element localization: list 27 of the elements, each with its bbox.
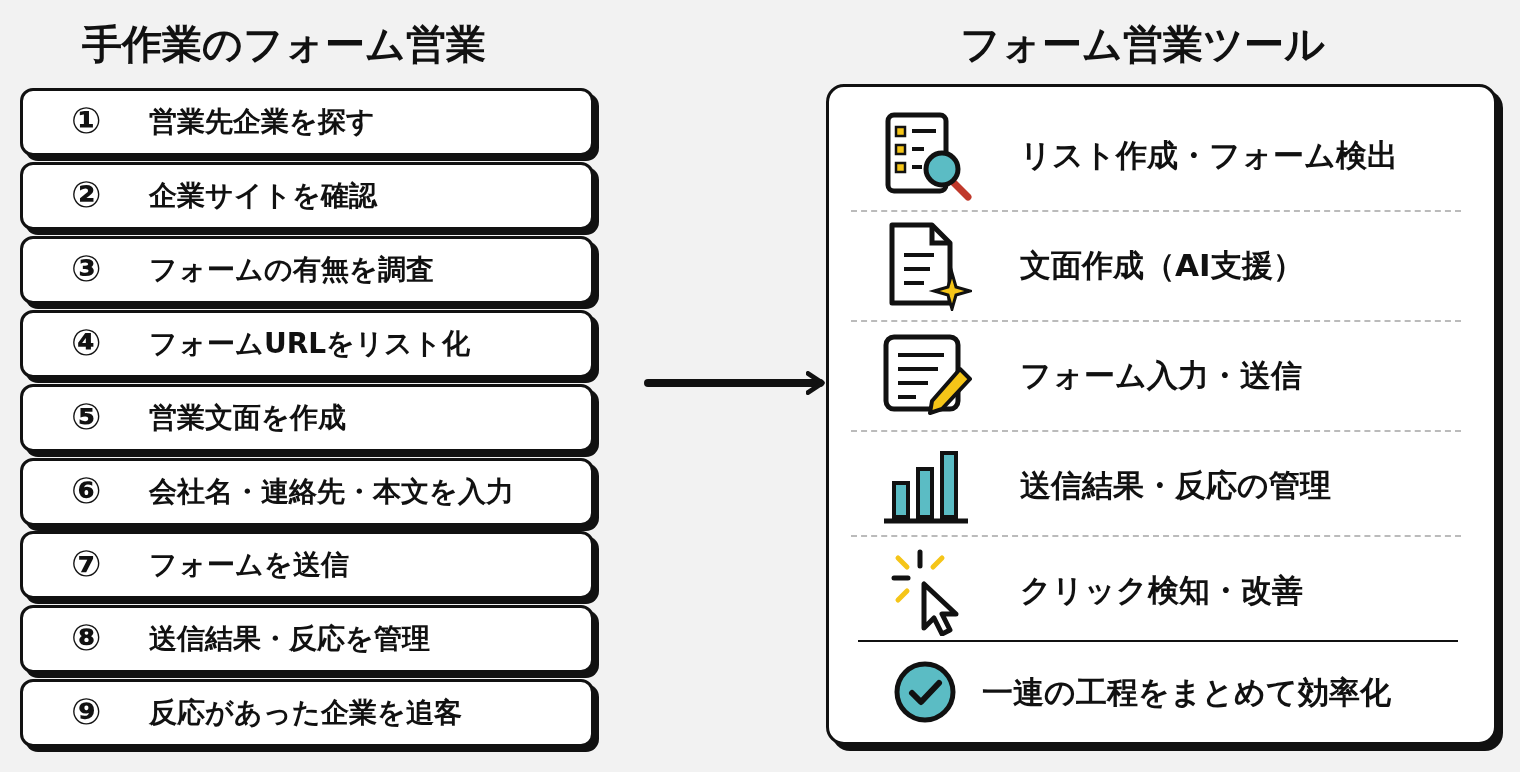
feature-text: 送信結果・反応の管理 <box>1020 466 1331 505</box>
feature-text: 文面作成（AI支援） <box>1020 246 1304 285</box>
step-text: 営業文面を作成 <box>149 399 346 436</box>
step-number: ⑧ <box>71 616 102 661</box>
feature-text: 一連の工程をまとめて効率化 <box>982 673 1391 712</box>
step-number: ⑥ <box>71 468 102 513</box>
step-number: ⑨ <box>71 690 102 735</box>
step-text: 営業先企業を探す <box>149 104 375 140</box>
feature-text: リスト作成・フォーム検出 <box>1020 136 1398 175</box>
step-number: ② <box>71 172 102 217</box>
step-text: フォームを送信 <box>149 547 349 584</box>
feature-text: クリック検知・改善 <box>1020 571 1303 610</box>
panel-title: フォーム営業ツール <box>960 20 1325 69</box>
step-text: 送信結果・反応を管理 <box>149 621 430 658</box>
step-number: ① <box>71 99 102 143</box>
heading: 手作業のフォーム営業 <box>82 20 486 69</box>
step-number: ③ <box>71 246 102 291</box>
step-number: ⑦ <box>71 542 102 587</box>
step-text: 企業サイトを確認 <box>149 177 377 214</box>
step-text: 反応があった企業を追客 <box>149 695 462 732</box>
feature-text: フォーム入力・送信 <box>1020 356 1302 395</box>
step-number: ④ <box>71 320 102 365</box>
step-number: ⑤ <box>71 394 102 439</box>
step-text: 会社名・連絡先・本文を入力 <box>149 473 514 510</box>
arrow <box>644 371 825 395</box>
step-text: フォームURLをリスト化 <box>149 325 471 362</box>
step-text: フォームの有無を調査 <box>149 251 434 288</box>
